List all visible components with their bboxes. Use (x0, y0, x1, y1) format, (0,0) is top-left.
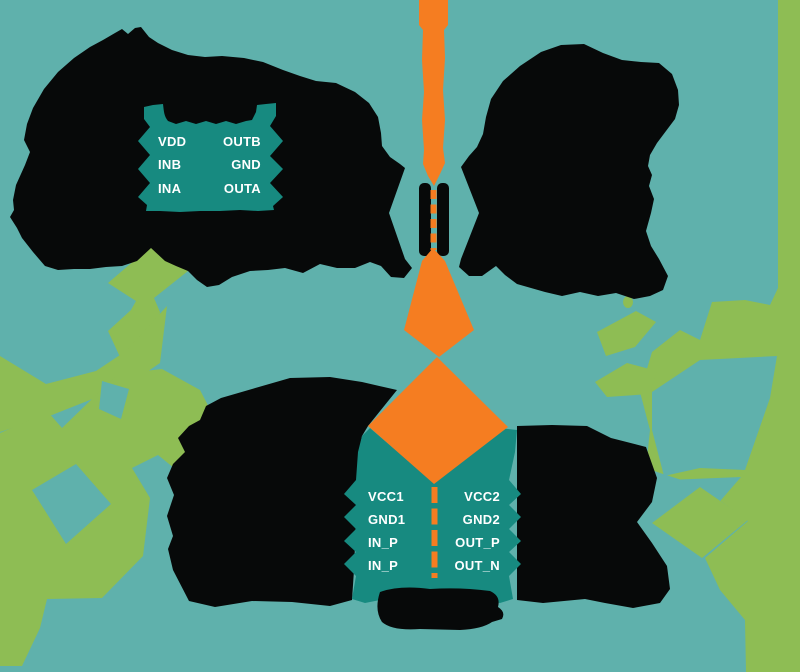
orange-small-diamond (404, 248, 474, 357)
green-x-diamond (652, 487, 748, 558)
teal-hole-left-1 (32, 464, 111, 544)
green-mass-right (640, 0, 800, 672)
pin-label: GND2 (463, 512, 500, 527)
pin-label: IN_P (368, 535, 398, 550)
teal-wedge-right (652, 356, 777, 476)
pin-label: OUT_P (455, 535, 500, 550)
transformer-winding-right (437, 183, 449, 256)
teal-hole-left-2 (99, 381, 129, 419)
top-chip-pin-labels: VDD INB INA OUTB GND OUTA (158, 134, 261, 196)
top-chip-body (138, 103, 283, 212)
pin-label: OUTA (224, 181, 261, 196)
green-leaf-diamond-left (108, 247, 188, 357)
pin-label: VDD (158, 134, 186, 149)
pin-label: OUTB (223, 134, 261, 149)
ink-blob-bottom-left (167, 377, 397, 607)
pin-label: GND (231, 157, 261, 172)
green-dot (623, 296, 633, 308)
pin-label: VCC1 (368, 489, 404, 504)
pin-label: IN_P (368, 558, 398, 573)
pin-label: OUT_N (454, 558, 500, 573)
pin-label: GND1 (368, 512, 405, 527)
green-petal-right (595, 363, 657, 397)
ink-blob-under-chip (377, 587, 504, 630)
green-ribbon-left (0, 306, 167, 432)
bottom-chip-pin-labels: VCC1 GND1 IN_P IN_P VCC2 GND2 OUT_P OUT_… (368, 489, 500, 573)
pin-label: INA (158, 181, 182, 196)
ink-blob-top-right (459, 44, 679, 299)
pin-label: VCC2 (464, 489, 500, 504)
pin-label: INB (158, 157, 181, 172)
ink-blob-bottom-right (517, 425, 670, 608)
orange-big-diamond (368, 357, 508, 484)
transformer-winding-left (419, 183, 431, 256)
green-chevron-right (597, 311, 656, 356)
green-mass-bottom-left (0, 369, 214, 666)
orange-signal-bar (419, 0, 448, 186)
